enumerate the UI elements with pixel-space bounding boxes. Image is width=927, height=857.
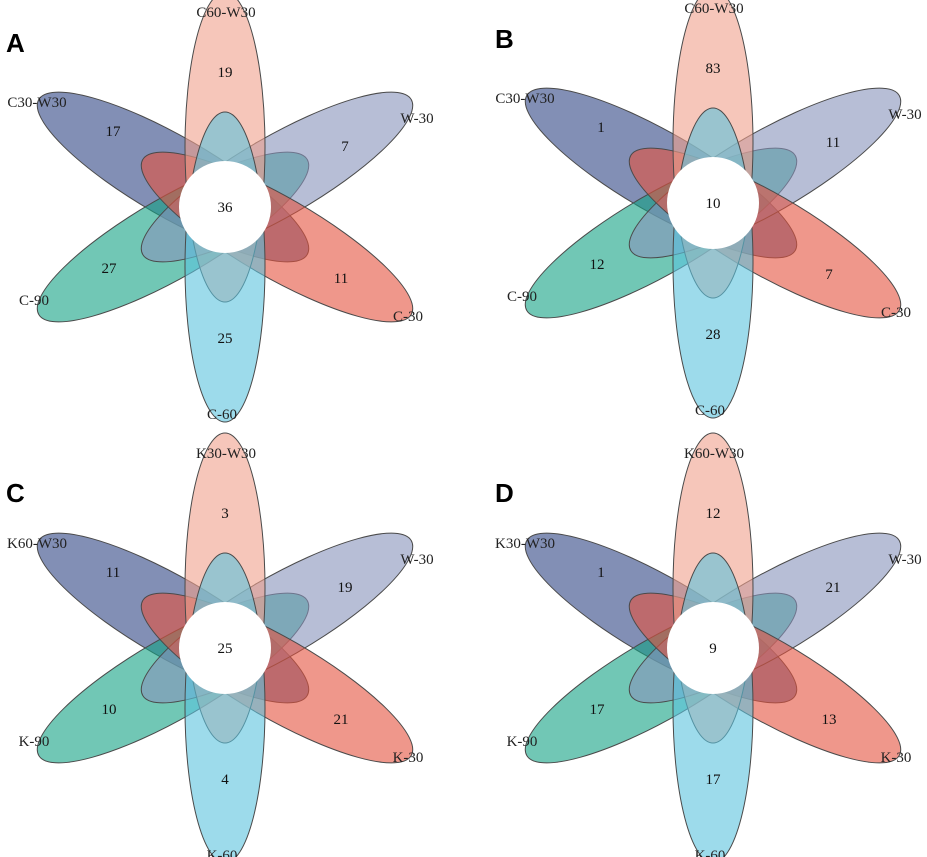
count-lower-left: 27: [102, 261, 118, 277]
set-label-bottom: K-60: [207, 848, 238, 857]
count-lower-right: 21: [334, 712, 349, 728]
set-label-upper-right: W-30: [400, 552, 433, 568]
center-circle: [179, 602, 271, 694]
set-label-lower-left: K-90: [19, 734, 50, 750]
venn-panel-b: 10 83 C60-W30 11 W-30 7C-30 28C-60 12C-90 1 C30-W…: [495, 0, 922, 419]
center-count: 10: [706, 196, 721, 212]
set-label-lower-right: K-30: [881, 750, 912, 766]
count-lower-left: 10: [102, 702, 117, 718]
center-circle: [667, 157, 759, 249]
count-bottom: 28: [706, 327, 721, 343]
count-upper-left: 1: [597, 565, 605, 581]
center-circle: [179, 161, 271, 253]
count-top: 3: [221, 506, 229, 522]
count-upper-right: 19: [338, 580, 353, 596]
panel-letter: B: [495, 24, 514, 54]
center-circle: [667, 602, 759, 694]
count-bottom: 25: [218, 331, 233, 347]
center-count: 9: [709, 641, 717, 657]
set-label-upper-left: K60-W30: [7, 536, 67, 552]
count-bottom: 17: [706, 772, 722, 788]
petal-bottom: [184, 552, 266, 857]
center-count: 25: [218, 641, 233, 657]
set-label-bottom: C-60: [207, 407, 237, 423]
count-lower-right: 7: [825, 267, 833, 283]
count-upper-left: 17: [106, 124, 122, 140]
set-label-upper-left: K30-W30: [495, 536, 555, 552]
set-label-lower-left: K-90: [507, 734, 538, 750]
set-label-top: C60-W30: [196, 5, 255, 21]
set-label-upper-left: C30-W30: [7, 95, 66, 111]
panel-letter: A: [6, 28, 25, 58]
set-label-lower-right: K-30: [393, 750, 424, 766]
count-top: 83: [706, 61, 721, 77]
count-upper-right: 7: [341, 139, 349, 155]
set-label-upper-right: W-30: [888, 552, 921, 568]
set-label-top: K30-W30: [196, 446, 256, 462]
count-lower-right: 13: [822, 712, 837, 728]
count-upper-left: 1: [597, 120, 605, 136]
count-upper-left: 11: [106, 565, 120, 581]
set-label-lower-right: C-30: [393, 309, 423, 325]
center-count: 36: [218, 200, 234, 216]
count-upper-right: 11: [826, 135, 840, 151]
set-label-upper-right: W-30: [888, 107, 921, 123]
set-label-upper-left: C30-W30: [495, 91, 554, 107]
petal-bottom: [672, 552, 754, 857]
panel-letter: D: [495, 478, 514, 508]
count-top: 19: [218, 65, 233, 81]
count-bottom: 4: [221, 772, 229, 788]
petal-bottom: [672, 107, 754, 419]
set-label-bottom: C-60: [695, 403, 725, 419]
count-lower-left: 17: [590, 702, 606, 718]
set-label-top: K60-W30: [684, 446, 744, 462]
venn-panel-c: 25 3 K30-W30 19 W-30 21K-30 4K-60 10K-90 11 K60-W…: [6, 432, 434, 857]
venn-panel-a: 36 19 C60-W30 7 W-30 11C-30 25C-60 27C-90 17 C30-…: [6, 0, 434, 423]
count-top: 12: [706, 506, 721, 522]
set-label-lower-left: C-90: [19, 293, 49, 309]
count-lower-right: 11: [334, 271, 348, 287]
set-label-lower-right: C-30: [881, 305, 911, 321]
set-label-lower-left: C-90: [507, 289, 537, 305]
count-lower-left: 12: [590, 257, 605, 273]
set-label-bottom: K-60: [695, 848, 726, 857]
count-upper-right: 21: [826, 580, 841, 596]
petal-bottom: [184, 111, 266, 423]
venn-panel-d: 912K60-W3021W-3013K-3017K-6017K-901K30-W…: [495, 432, 922, 857]
set-label-upper-right: W-30: [400, 111, 433, 127]
panel-letter: C: [6, 478, 25, 508]
set-label-top: C60-W30: [684, 1, 743, 17]
